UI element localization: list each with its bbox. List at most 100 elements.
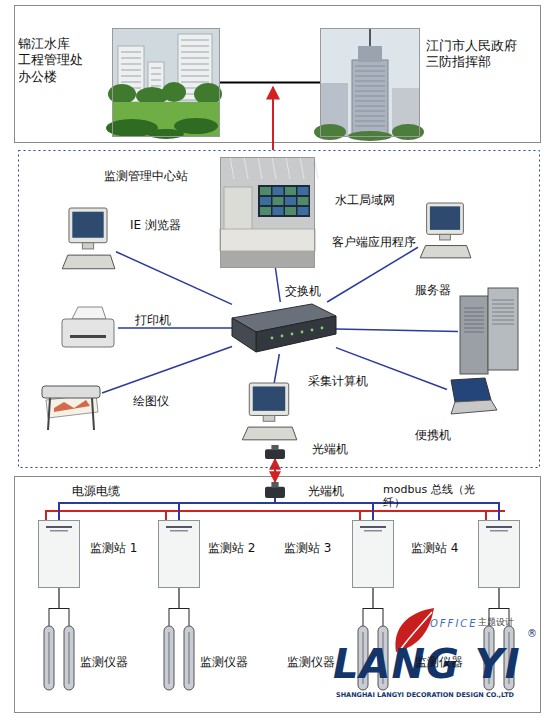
probe-core xyxy=(49,632,50,684)
photo-screen xyxy=(273,207,284,215)
monitoring-station-outline xyxy=(158,520,200,588)
office-building-photo: 锦江水库 工程管理处 办公楼 xyxy=(112,28,220,137)
plot-drawing xyxy=(54,400,90,412)
watermark-text: 主题设计 xyxy=(478,617,514,628)
probe-capsule xyxy=(64,626,74,690)
station-plate xyxy=(360,526,386,528)
probe-wire xyxy=(69,608,70,626)
connector xyxy=(59,498,275,520)
monitoring-instrument: 监测仪器 xyxy=(158,608,200,692)
node-label: 监测仪器 xyxy=(287,655,335,670)
connector xyxy=(498,588,499,608)
photo-window-row xyxy=(121,82,141,83)
probe-wire xyxy=(189,608,190,626)
server-vent xyxy=(492,312,514,313)
transceiver-body xyxy=(265,487,285,498)
connector xyxy=(220,82,320,84)
server-vent xyxy=(492,300,514,301)
probe-core xyxy=(69,632,70,684)
switch-led xyxy=(321,327,324,330)
power-drop xyxy=(45,511,47,520)
station-plate xyxy=(166,526,192,528)
optical-transceiver: 光端机 xyxy=(263,482,287,498)
connector xyxy=(275,498,373,520)
photo-screen xyxy=(285,207,296,215)
photo-window-row xyxy=(355,116,385,117)
photo-floor xyxy=(220,251,315,268)
browser-pc-outline xyxy=(60,208,116,270)
laptop-screen xyxy=(451,378,491,402)
server-vent xyxy=(492,304,514,305)
server-vent xyxy=(492,316,514,317)
photo-screen xyxy=(273,197,284,205)
monitor-screen xyxy=(430,206,460,230)
photo-console xyxy=(220,229,315,251)
connector xyxy=(58,588,59,608)
node-label: 监测站 1 xyxy=(90,541,137,556)
node-label: 光端机 xyxy=(308,484,344,499)
transceiver-top xyxy=(271,482,278,488)
photo-ceiling-line xyxy=(286,157,290,179)
probe-wire xyxy=(363,608,364,626)
photo-window-row xyxy=(355,101,385,102)
monitor-screen xyxy=(72,212,103,238)
node-label: 采集计算机 xyxy=(308,374,368,389)
node-label: 监测站 3 xyxy=(284,541,331,556)
acquisition-pc: 采集计算机 xyxy=(240,383,298,441)
node-label: 光端机 xyxy=(312,442,348,457)
photo-ceiling-line xyxy=(300,157,304,179)
cable-label: 电源电缆 xyxy=(72,484,120,498)
photo-window-row xyxy=(355,106,385,107)
photo-screen xyxy=(273,187,284,195)
monitoring-station: 监测站 4 xyxy=(478,520,520,588)
photo-screen xyxy=(260,207,271,215)
photo-window-row xyxy=(151,68,161,69)
control-room-photo: 监测管理中心站 xyxy=(220,157,315,268)
photo-window-row xyxy=(181,76,209,77)
photo-border xyxy=(113,29,220,137)
acquisition-pc-outline xyxy=(240,383,298,441)
monitoring-instrument-outline xyxy=(158,608,200,692)
photo-window-row xyxy=(181,46,209,47)
monitor-case xyxy=(427,203,464,234)
switch-led xyxy=(271,337,274,340)
monitoring-instrument: 监测仪器 xyxy=(38,608,80,692)
photo-window-row xyxy=(181,82,209,83)
connector xyxy=(336,329,458,331)
switch-led xyxy=(301,331,304,334)
keyboard xyxy=(62,255,115,269)
photo-window-row xyxy=(121,58,141,59)
photo-window-row xyxy=(151,86,161,87)
switch-side xyxy=(232,318,256,352)
plotter-outline xyxy=(40,378,102,430)
power-cable xyxy=(45,510,505,512)
dashed-frame xyxy=(19,151,540,468)
photo-ceiling-line xyxy=(230,157,234,179)
photo-video-wall xyxy=(258,185,310,217)
connector xyxy=(118,327,232,329)
server-vent xyxy=(492,320,514,321)
station-plate xyxy=(46,526,72,528)
photo-tower-top xyxy=(358,46,382,62)
client-pc-outline xyxy=(418,203,472,259)
probe-core xyxy=(169,632,170,684)
laptop-base xyxy=(451,400,497,414)
optical-transceiver: 光端机 xyxy=(263,445,287,459)
node-label: IE 浏览器 xyxy=(130,218,181,233)
photo-tree xyxy=(194,83,222,105)
photo-screen xyxy=(298,197,309,205)
transceiver-top xyxy=(271,445,278,450)
printer: 打印机 xyxy=(58,305,118,351)
photo-cabinet xyxy=(224,187,252,231)
transceiver-body xyxy=(265,449,285,459)
monitor-case xyxy=(249,383,288,415)
monitoring-station-outline xyxy=(352,520,394,588)
server-outline xyxy=(458,288,520,376)
switch-front xyxy=(256,316,336,352)
server-vent xyxy=(464,328,484,329)
photo-tower xyxy=(352,60,388,137)
monitoring-station-outline xyxy=(38,520,80,588)
photo-screen xyxy=(260,197,271,205)
server-vent xyxy=(492,308,514,309)
photo-ceiling-line xyxy=(272,157,276,179)
